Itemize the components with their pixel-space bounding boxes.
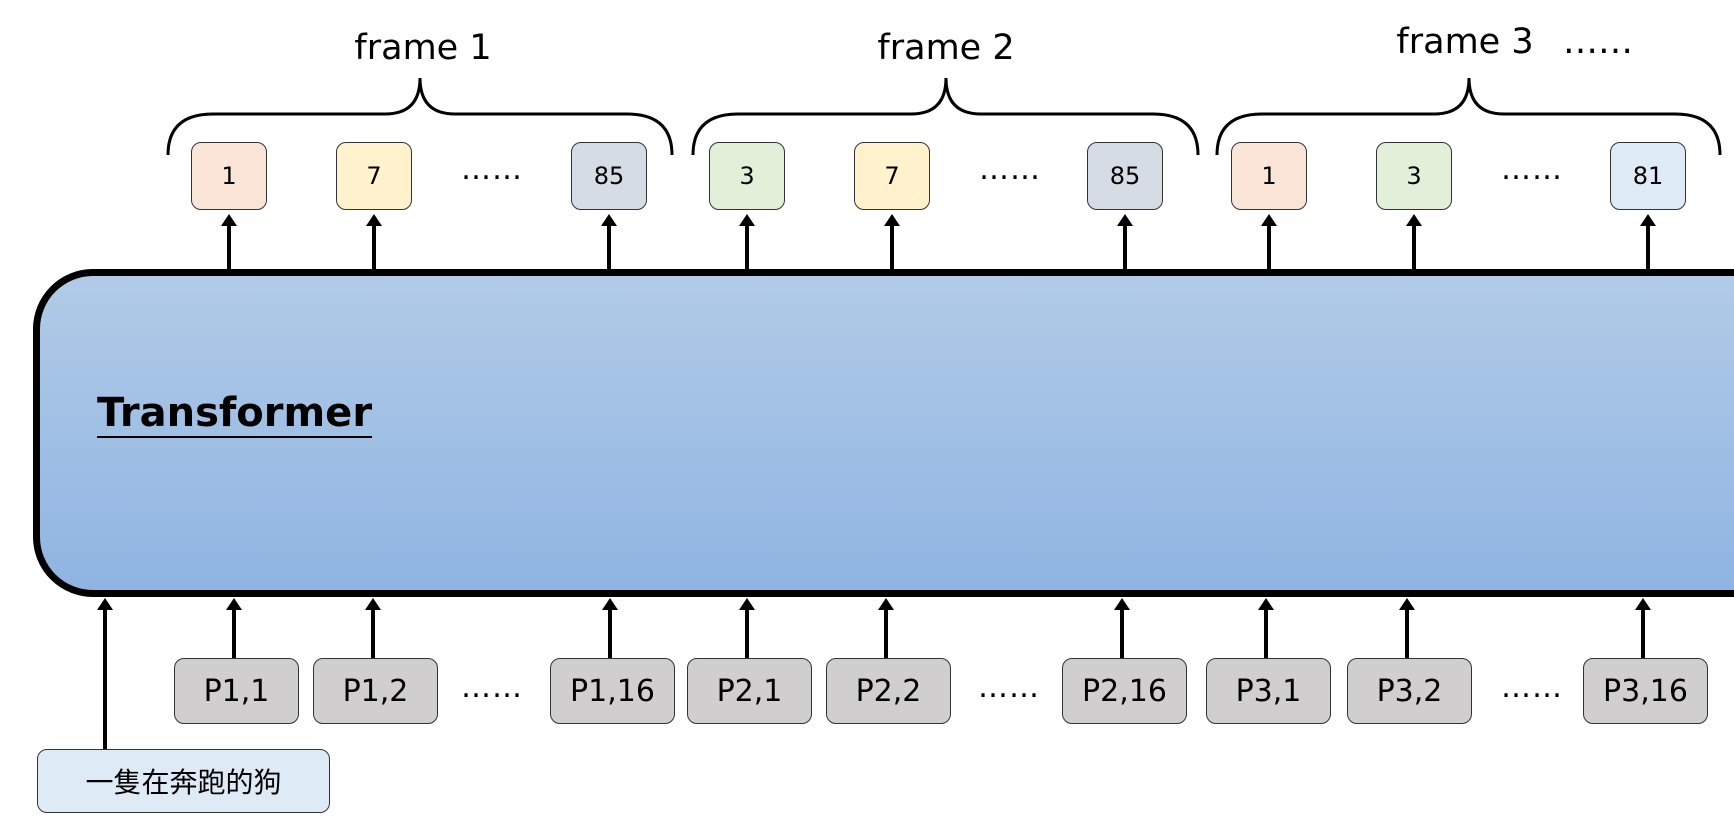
output-token: 1 [1231, 142, 1307, 210]
input-arrow [1114, 598, 1130, 658]
output-token: 81 [1610, 142, 1686, 210]
output-token: 1 [191, 142, 267, 210]
output-arrow [884, 214, 900, 269]
input-ellipsis: …… [1501, 670, 1563, 705]
output-ellipsis: …… [979, 152, 1041, 187]
frame-label: frame 3 [1396, 22, 1534, 62]
output-token: 3 [1376, 142, 1452, 210]
output-ellipsis: …… [461, 152, 523, 187]
input-patch: P3,16 [1583, 658, 1708, 724]
input-arrow [365, 598, 381, 658]
input-patch: P2,1 [687, 658, 812, 724]
input-arrow [1635, 598, 1651, 658]
output-arrow [739, 214, 755, 269]
input-ellipsis: …… [461, 670, 523, 705]
input-ellipsis: …… [978, 670, 1040, 705]
frame-brace [1215, 77, 1722, 156]
input-arrow [1258, 598, 1274, 658]
output-token: 7 [854, 142, 930, 210]
input-arrow [602, 598, 618, 658]
output-token: 3 [709, 142, 785, 210]
more-frames-ellipsis: …… [1563, 22, 1633, 62]
input-patch: P2,2 [826, 658, 951, 724]
input-arrow [226, 598, 242, 658]
frame-label: frame 2 [877, 28, 1015, 68]
transformer-label: Transformer [97, 390, 373, 436]
input-patch: P1,16 [550, 658, 675, 724]
input-patch: P1,1 [174, 658, 299, 724]
output-arrow [366, 214, 382, 269]
input-patch: P1,2 [313, 658, 438, 724]
output-token: 85 [571, 142, 647, 210]
input-arrow [878, 598, 894, 658]
output-ellipsis: …… [1501, 152, 1563, 187]
transformer-block [33, 269, 1734, 597]
output-arrow [1117, 214, 1133, 269]
output-arrow [1640, 214, 1656, 269]
frame-brace [166, 77, 674, 156]
output-arrow [601, 214, 617, 269]
input-arrow [1399, 598, 1415, 658]
output-arrow [1406, 214, 1422, 269]
output-token: 7 [336, 142, 412, 210]
frame-label: frame 1 [354, 28, 492, 68]
input-patch: P2,16 [1062, 658, 1187, 724]
text-prompt: 一隻在奔跑的狗 [37, 749, 330, 813]
input-patch: P3,1 [1206, 658, 1331, 724]
output-arrow [1261, 214, 1277, 269]
output-token: 85 [1087, 142, 1163, 210]
prompt-arrow [97, 598, 113, 749]
input-arrow [739, 598, 755, 658]
output-arrow [221, 214, 237, 269]
frame-brace [691, 77, 1200, 156]
input-patch: P3,2 [1347, 658, 1472, 724]
